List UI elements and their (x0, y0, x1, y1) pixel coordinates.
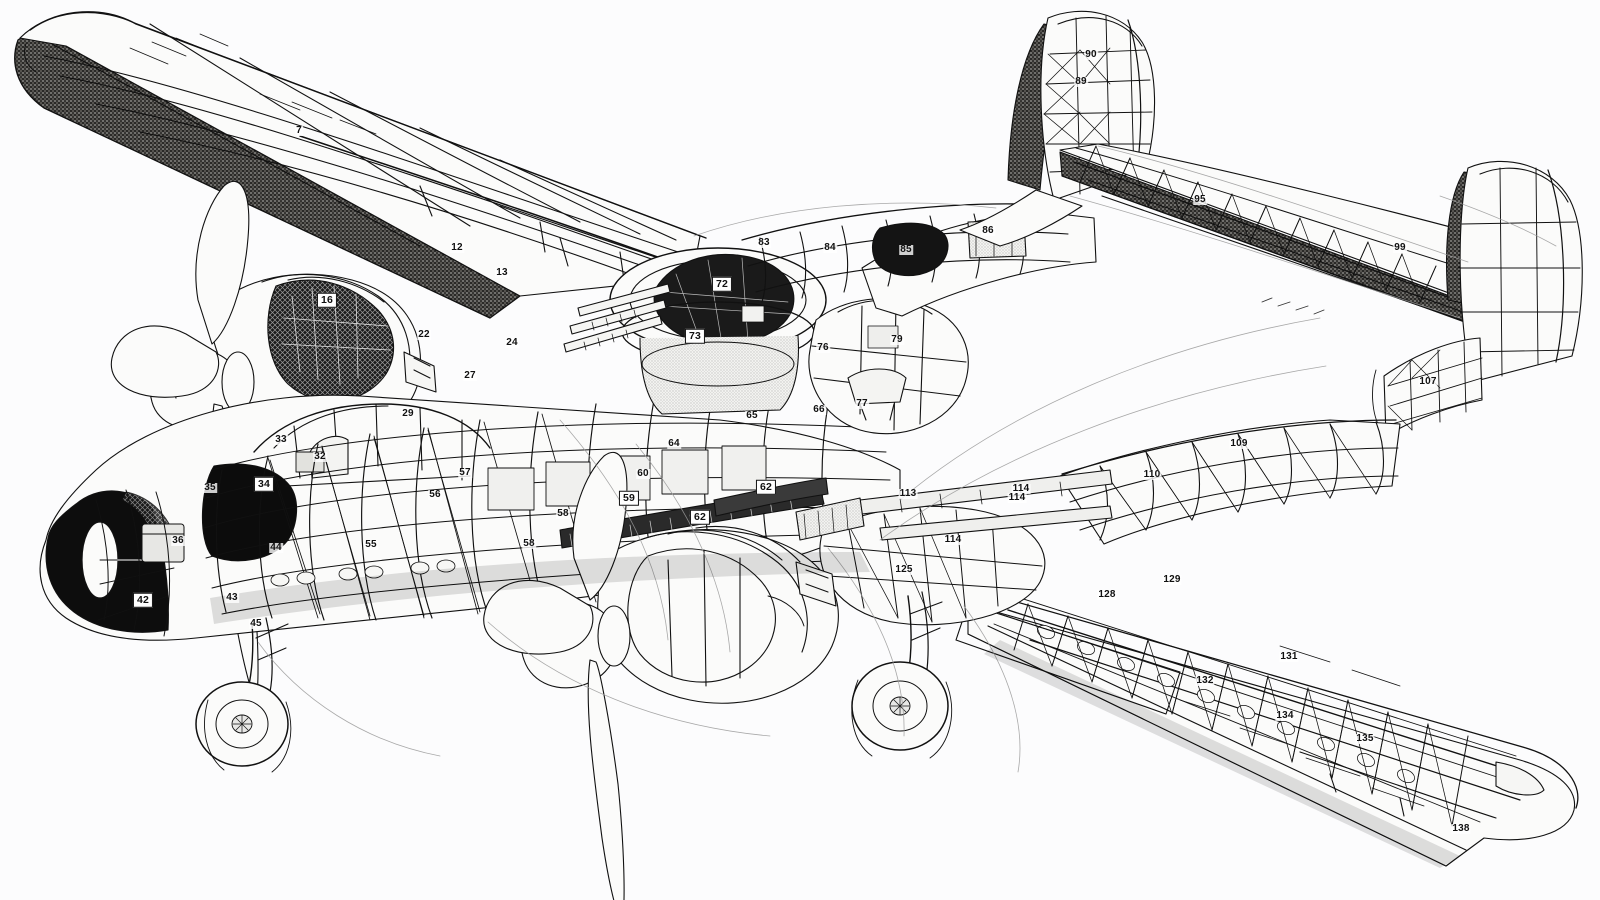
callout-number-86: 86 (981, 225, 995, 236)
callout-number-7: 7 (295, 125, 303, 136)
callout-number-13: 13 (495, 267, 509, 278)
callout-number-128: 128 (1097, 589, 1117, 600)
callout-number-114: 114 (1007, 492, 1027, 503)
callout-number-16: 16 (316, 292, 338, 308)
callout-number-36: 36 (171, 535, 185, 546)
callout-number-42: 42 (132, 592, 154, 608)
callout-number-114: 114 (1011, 483, 1031, 494)
callout-number-114: 114 (943, 534, 963, 545)
callout-number-110: 110 (1142, 469, 1162, 480)
callout-number-44: 44 (269, 542, 283, 553)
callout-number-57: 57 (458, 467, 472, 478)
callout-number-62: 62 (689, 509, 711, 525)
callout-number-113: 113 (898, 488, 918, 499)
callout-number-27: 27 (463, 370, 477, 381)
nose-landing-gear (195, 617, 292, 773)
callout-number-84: 84 (823, 242, 837, 253)
left-wing (14, 11, 707, 319)
callout-number-32: 32 (313, 451, 327, 462)
callout-number-58: 58 (556, 508, 570, 519)
callout-number-129: 129 (1162, 574, 1182, 585)
callout-number-65: 65 (745, 410, 759, 421)
callout-number-135: 135 (1355, 733, 1375, 744)
left-engine-nacelle (110, 180, 437, 703)
upper-vertical-fin (959, 10, 1156, 247)
callout-number-109: 109 (1229, 438, 1249, 449)
callout-number-73: 73 (684, 328, 706, 344)
right-wing (955, 591, 1579, 867)
callout-number-72: 72 (711, 276, 733, 292)
callout-number-34: 34 (253, 476, 275, 492)
callout-number-79: 79 (890, 334, 904, 345)
callout-number-22: 22 (417, 329, 431, 340)
rear-crew-gondola (808, 297, 969, 435)
callout-number-59: 59 (618, 490, 640, 506)
callout-number-99: 99 (1393, 242, 1407, 253)
callout-number-77: 77 (855, 398, 869, 409)
callout-number-24: 24 (505, 337, 519, 348)
right-propeller (483, 451, 628, 900)
callout-number-131: 131 (1279, 651, 1299, 662)
callout-number-64: 64 (667, 438, 681, 449)
lower-tail-boom (1059, 419, 1401, 545)
callout-number-58: 58 (522, 538, 536, 549)
callout-number-83: 83 (757, 237, 771, 248)
callout-number-132: 132 (1195, 675, 1215, 686)
callout-number-90: 90 (1084, 49, 1098, 60)
callout-number-85: 85 (899, 244, 913, 255)
callout-number-66: 66 (812, 404, 826, 415)
callout-number-33: 33 (274, 434, 288, 445)
callout-number-138: 138 (1451, 823, 1471, 834)
callout-number-29: 29 (401, 408, 415, 419)
callout-number-60: 60 (636, 468, 650, 479)
callout-number-134: 134 (1275, 710, 1295, 721)
right-wing-root-structure (795, 469, 1113, 626)
callout-number-43: 43 (225, 592, 239, 603)
callout-number-107: 107 (1418, 376, 1438, 387)
callout-number-45: 45 (249, 618, 263, 629)
main-landing-gear (851, 591, 953, 759)
callout-number-55: 55 (364, 539, 378, 550)
callout-number-76: 76 (816, 342, 830, 353)
callout-number-89: 89 (1074, 76, 1088, 87)
callout-number-12: 12 (450, 242, 464, 253)
callout-number-35: 35 (203, 482, 217, 493)
callout-number-125: 125 (894, 564, 914, 575)
dorsal-turret (563, 247, 827, 415)
lower-vertical-fin (1372, 160, 1583, 437)
callout-number-95: 95 (1193, 194, 1207, 205)
callout-number-56: 56 (428, 489, 442, 500)
callout-number-62: 62 (755, 479, 777, 495)
right-engine-nacelle (483, 451, 839, 900)
